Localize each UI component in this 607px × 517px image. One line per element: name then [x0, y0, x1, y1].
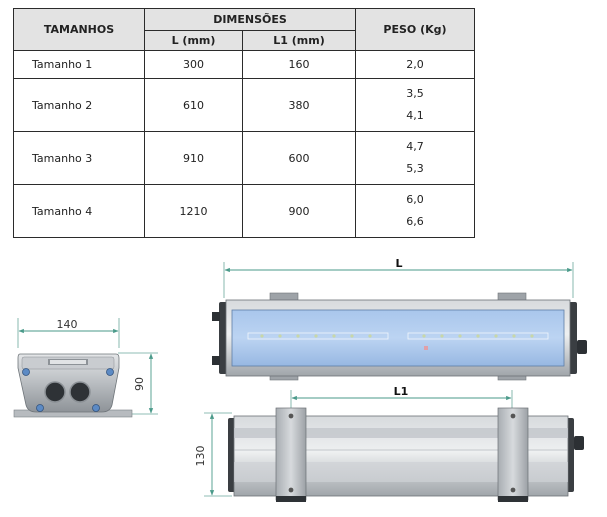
dimensions-table: TAMANHOS DIMENSÕES PESO (Kg) L (mm) L1 (… [13, 8, 475, 238]
cell-weight: 4,7 5,3 [355, 131, 475, 185]
cell-weight: 3,5 4,1 [355, 78, 475, 132]
weight-value: 6,6 [406, 215, 424, 228]
cell-l: 610 [144, 78, 243, 132]
cell-l1: 380 [242, 78, 356, 132]
cell-l1: 900 [242, 184, 356, 238]
weight-value: 3,5 [406, 87, 424, 100]
table-row: Tamanho 4 1210 900 6,0 6,6 [13, 184, 475, 238]
side-height-label: 130 [194, 446, 207, 467]
header-l: L (mm) [144, 30, 243, 51]
cell-l1: 160 [242, 50, 356, 79]
top-view: L [212, 257, 587, 381]
weight-value: 6,0 [406, 193, 424, 206]
header-weight: PESO (Kg) [355, 8, 475, 51]
cell-l: 1210 [144, 184, 243, 238]
cell-size: Tamanho 4 [13, 184, 145, 238]
weight-value: 2,0 [406, 58, 424, 71]
weight-value: 4,7 [406, 140, 424, 153]
end-height-label: 90 [133, 377, 146, 391]
weight-value: 5,3 [406, 162, 424, 175]
mount-distance-label: L1 [394, 385, 409, 398]
cell-weight: 2,0 [355, 50, 475, 79]
end-view: 140 90 [13, 318, 158, 418]
cell-weight: 6,0 6,6 [355, 184, 475, 238]
cell-l1: 600 [242, 131, 356, 185]
table-row: Tamanho 3 910 600 4,7 5,3 [13, 131, 475, 185]
cell-size: Tamanho 2 [13, 78, 145, 132]
side-view: L1 130 [194, 385, 584, 502]
header-sizes: TAMANHOS [13, 8, 145, 51]
length-label: L [395, 257, 402, 270]
end-width-label: 140 [57, 318, 78, 331]
table-row: Tamanho 2 610 380 3,5 4,1 [13, 78, 475, 132]
weight-value: 4,1 [406, 109, 424, 122]
header-l1: L1 (mm) [242, 30, 356, 51]
cell-l: 300 [144, 50, 243, 79]
